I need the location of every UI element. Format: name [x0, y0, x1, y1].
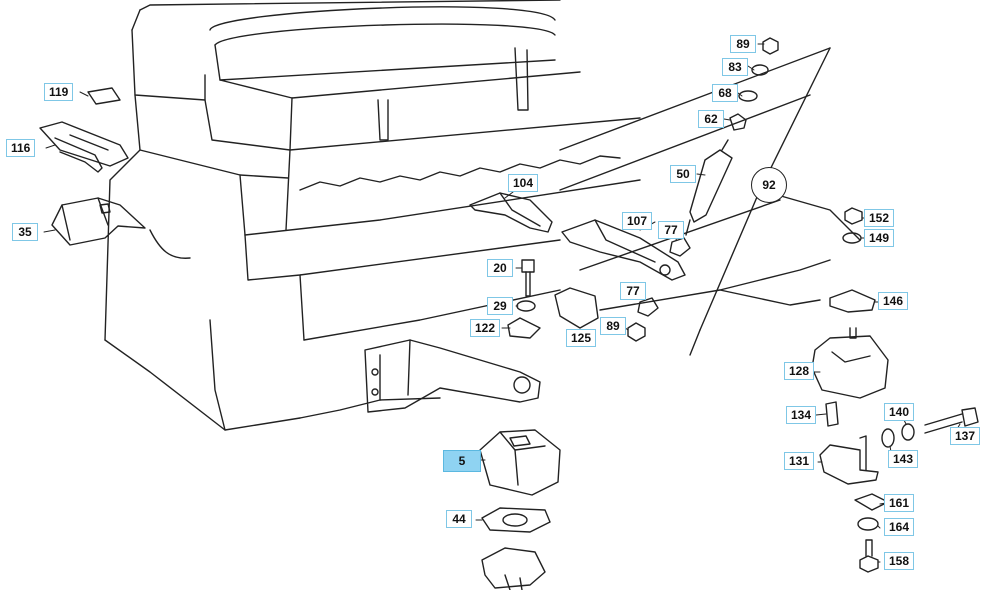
mounting-arm: [364, 339, 541, 413]
callout-146[interactable]: 146: [878, 292, 909, 310]
callout-89-lower[interactable]: 89: [600, 317, 626, 335]
callout-77-upper[interactable]: 77: [658, 221, 684, 239]
callout-44[interactable]: 44: [446, 510, 472, 528]
part-104: [469, 192, 553, 233]
part-131: [819, 435, 879, 485]
callout-128[interactable]: 128: [784, 362, 815, 380]
part-158: [859, 539, 879, 573]
part-116: [39, 121, 129, 173]
callout-68[interactable]: 68: [712, 84, 738, 102]
part-5: [479, 429, 561, 496]
fastener-68: [738, 90, 758, 102]
callout-119[interactable]: 119: [44, 83, 74, 101]
callout-149[interactable]: 149: [864, 229, 895, 247]
part-128: [811, 327, 889, 399]
callout-35[interactable]: 35: [12, 223, 38, 241]
callout-77-lower[interactable]: 77: [620, 282, 646, 300]
part-149: [842, 232, 862, 244]
part-134: [825, 401, 839, 427]
fastener-89-top: [762, 37, 779, 55]
callout-116[interactable]: 116: [6, 139, 36, 157]
callout-125[interactable]: 125: [566, 329, 597, 347]
part-50: [685, 139, 733, 236]
part-152: [844, 207, 863, 225]
callout-92[interactable]: 92: [751, 167, 787, 203]
fastener-62: [729, 113, 747, 131]
callout-122[interactable]: 122: [470, 319, 501, 337]
callout-137[interactable]: 137: [950, 427, 981, 445]
part-140: [901, 423, 915, 441]
callout-140[interactable]: 140: [884, 403, 915, 421]
part-137: [924, 407, 979, 434]
callout-164[interactable]: 164: [884, 518, 915, 536]
callout-158[interactable]: 158: [884, 552, 915, 570]
part-44: [481, 507, 551, 533]
frame-rails: [559, 47, 861, 356]
bottom-bracket: [481, 547, 546, 590]
part-29: [516, 300, 536, 312]
part-107: [561, 219, 686, 281]
part-164: [857, 517, 879, 531]
part-143: [881, 428, 895, 448]
callout-29[interactable]: 29: [487, 297, 513, 315]
engine-block: [104, 0, 641, 431]
callout-50[interactable]: 50: [670, 165, 696, 183]
callout-20[interactable]: 20: [487, 259, 513, 277]
callout-104[interactable]: 104: [508, 174, 539, 192]
part-146: [829, 289, 876, 313]
callout-89-top[interactable]: 89: [730, 35, 756, 53]
part-119: [87, 87, 121, 105]
callout-107[interactable]: 107: [622, 212, 653, 230]
part-20: [521, 259, 535, 297]
fastener-77-upper: [669, 237, 691, 257]
callout-161[interactable]: 161: [884, 494, 915, 512]
callout-134[interactable]: 134: [786, 406, 817, 424]
part-125: [554, 287, 599, 329]
fastener-83: [751, 64, 769, 76]
callout-83[interactable]: 83: [722, 58, 748, 76]
fastener-89-lower: [627, 322, 646, 342]
callout-152[interactable]: 152: [864, 209, 895, 227]
fastener-77-lower: [637, 297, 659, 317]
callout-143[interactable]: 143: [888, 450, 919, 468]
part-35: [51, 197, 146, 246]
part-122: [507, 317, 541, 339]
callout-62[interactable]: 62: [698, 110, 724, 128]
callout-5[interactable]: 5: [443, 450, 481, 472]
callout-131[interactable]: 131: [784, 452, 815, 470]
